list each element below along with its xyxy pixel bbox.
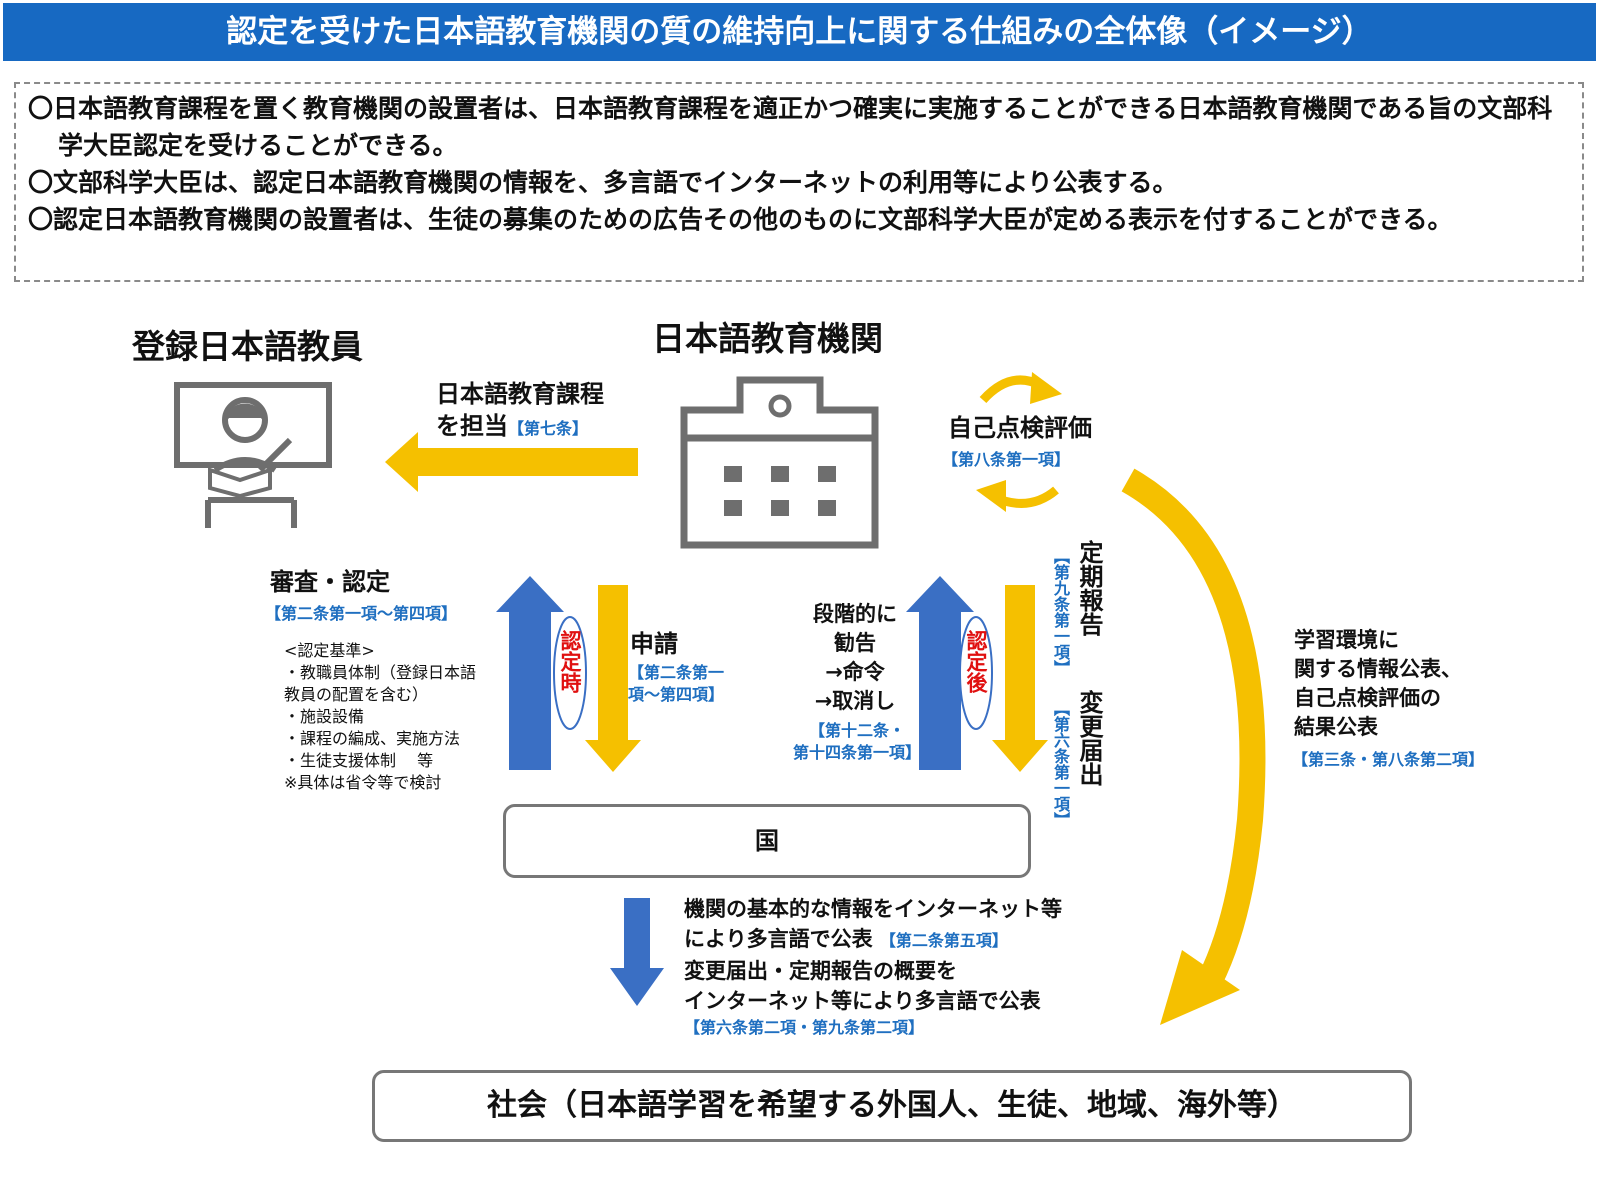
application-ref: 【第二条第一 項～第四項】 [628,663,725,704]
publication-text: 機関の基本的な情報をインターネット等 により多言語で公表 【第二条第五項】 変更… [684,897,1062,1013]
after-certification-label: 認定後 [964,630,988,693]
enforcement-ref: 【第十二条・ 第十四条第一項】 [792,721,921,762]
self-eval-label: 自己点検評価 [948,414,1092,442]
assign-arrow [385,432,638,492]
teacher-icon [174,382,332,528]
page-title: 認定を受けた日本語教育機関の質の維持向上に関する仕組みの全体像（イメージ） [3,3,1596,61]
criteria-list: <認定基準> ・教職員体制（登録日本語 教員の配置を含む） ・施設設備 ・課程の… [284,641,477,792]
institution-label: 日本語教育機関 [652,319,883,358]
state-box: 国 [503,804,1031,878]
school-building-icon [680,376,879,549]
periodic-report-label: 定期報告 [1075,540,1103,636]
periodic-report-ref: 【第九条第一項】 [1051,548,1070,676]
teacher-label: 登録日本語教員 [132,327,363,366]
summary-item: 〇認定日本語教育機関の設置者は、生徒の募集のための広告その他のものに文部科学大臣… [28,205,1453,234]
at-certification-label: 認定時 [558,630,582,693]
enforcement-text: 段階的に 勧告 →命令 →取消し [813,602,897,713]
application-label: 申請 [630,630,678,658]
summary-box: 〇日本語教育課程を置く教育機関の設置者は、日本語教育課程を適正かつ確実に実施する… [14,82,1584,282]
society-box: 社会（日本語学習を希望する外国人、生徒、地域、海外等） [372,1070,1412,1142]
publication-ref: 【第六条第二項・第九条第二項】 [684,1018,925,1037]
review-ref: 【第二条第一項～第四項】 [265,604,458,623]
summary-item: 〇日本語教育課程を置く教育機関の設置者は、日本語教育課程を適正かつ確実に実施する… [28,94,1553,160]
enforcement-arrow-up [906,576,974,770]
review-arrow-up [496,576,564,770]
self-eval-ref: 【第八条第一項】 [942,450,1071,469]
publication-arrow-down [610,898,664,1006]
assign-ref: 【第七条】 [508,419,589,438]
disclosure-ref: 【第三条・第八条第二項】 [1292,750,1485,769]
change-notice-label: 変更届出 [1075,690,1103,786]
change-notice-ref: 【第六条第一項】 [1051,700,1070,828]
disclosure-arrow [1121,468,1266,986]
disclosure-text: 学習環境に 関する情報公表、 自己点検評価の 結果公表 [1294,628,1462,739]
report-arrow-down [992,585,1048,772]
application-arrow-down [585,585,641,772]
review-label: 審査・認定 [270,568,390,596]
summary-item: 〇文部科学大臣は、認定日本語教育機関の情報を、多言語でインターネットの利用等によ… [28,168,1178,197]
assign-text: 日本語教育課程 を担当【第七条】 [436,380,604,440]
